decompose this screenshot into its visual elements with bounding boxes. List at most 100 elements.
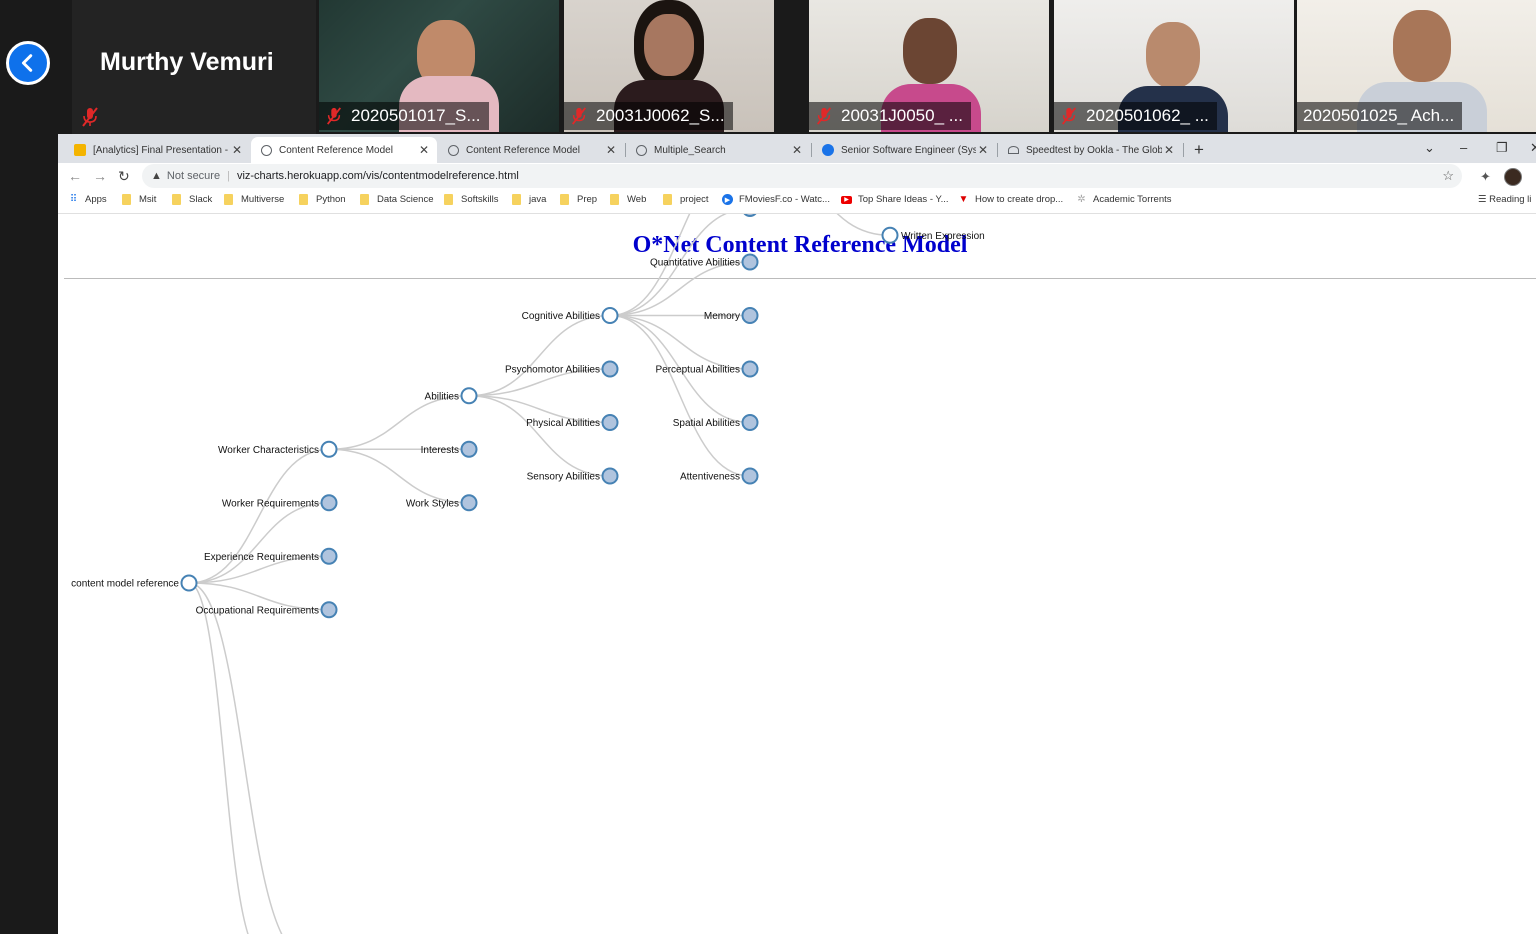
- tree-node-circle[interactable]: [741, 307, 759, 324]
- bookmark-star-icon[interactable]: ☆: [1442, 168, 1454, 183]
- close-icon[interactable]: ✕: [1163, 143, 1175, 157]
- profile-avatar[interactable]: [1504, 168, 1522, 186]
- tab[interactable]: Content Reference Model ✕: [438, 137, 624, 163]
- tree-nodes: content model reference Worker Characteri…: [71, 214, 985, 619]
- tree-node-circle[interactable]: [741, 467, 759, 485]
- tree-node-circle[interactable]: [601, 307, 619, 324]
- bookmark-site[interactable]: ✲Academic Torrents: [1076, 194, 1171, 205]
- bookmark-site[interactable]: ▶FMoviesF.co - Watc...: [722, 194, 830, 205]
- bookmark-folder[interactable]: Prep: [560, 194, 597, 205]
- tree-node-circle[interactable]: [741, 253, 759, 271]
- bookmark-folder[interactable]: Softskills: [444, 194, 498, 205]
- participant-tile[interactable]: 20031J0062_S...: [564, 0, 774, 132]
- tree-node-circle[interactable]: [601, 414, 619, 431]
- restore-icon[interactable]: ❐: [1496, 140, 1508, 155]
- tab[interactable]: Senior Software Engineer (Systen ✕: [812, 137, 996, 163]
- tree-node[interactable]: content model reference: [71, 574, 198, 592]
- bookmark-folder[interactable]: Web: [610, 194, 646, 205]
- forward-arrow-icon[interactable]: →: [93, 168, 107, 184]
- close-icon[interactable]: ✕: [791, 143, 803, 157]
- play-icon: ▶: [722, 194, 733, 205]
- tree-node[interactable]: Psychomotor Abilities: [505, 360, 619, 378]
- participant-name: 20031J0050_ ...: [841, 106, 963, 125]
- tree-node[interactable]: Sensory Abilities: [527, 467, 619, 485]
- tree-node[interactable]: Physical Abilities: [526, 414, 619, 431]
- tree-link: [188, 582, 283, 934]
- back-arrow-icon[interactable]: ←: [68, 168, 82, 184]
- tree-node[interactable]: Written Expression: [881, 226, 985, 244]
- tree-node-circle[interactable]: [320, 601, 338, 619]
- extensions-icon[interactable]: ✦: [1480, 169, 1491, 184]
- close-icon[interactable]: ✕: [605, 143, 617, 157]
- tab[interactable]: Multiple_Search ✕: [626, 137, 810, 163]
- back-button[interactable]: [6, 41, 50, 85]
- bookmark-site[interactable]: ▼How to create drop...: [958, 194, 1064, 205]
- participant-tile[interactable]: 2020501062_ ...: [1054, 0, 1294, 132]
- tree-node-circle[interactable]: [741, 360, 759, 378]
- bookmark-apps[interactable]: ⠿Apps: [68, 194, 107, 205]
- tree-node[interactable]: Cognitive Abilities: [522, 307, 619, 324]
- bookmark-folder[interactable]: Slack: [172, 194, 212, 205]
- speedtest-icon: [1008, 146, 1019, 154]
- tree-node-label: Abilities: [425, 391, 459, 402]
- bookmark-site[interactable]: ▶Top Share Ideas - Y...: [841, 194, 949, 205]
- security-status[interactable]: Not secure: [166, 170, 221, 182]
- bookmark-folder[interactable]: Msit: [122, 194, 156, 205]
- close-icon[interactable]: ✕: [231, 143, 243, 157]
- reading-list[interactable]: ☰ Reading li: [1478, 194, 1531, 205]
- minimize-icon[interactable]: –: [1460, 140, 1468, 155]
- tree-node[interactable]: Experience Requirements: [204, 547, 338, 565]
- tree-node-circle[interactable]: [601, 360, 619, 378]
- bookmark-folder[interactable]: java: [512, 194, 546, 205]
- tree-node[interactable]: Abilities: [425, 387, 478, 405]
- tree-node[interactable]: Perceptual Abilities: [656, 360, 759, 378]
- close-icon[interactable]: ✕: [418, 143, 430, 157]
- tree-node-circle[interactable]: [320, 440, 338, 458]
- tree-node-circle[interactable]: [741, 414, 759, 431]
- bookmark-folder[interactable]: Python: [299, 194, 346, 205]
- tree-node[interactable]: Quantitative Abilities: [650, 253, 759, 271]
- tree-node-circle[interactable]: [320, 547, 338, 565]
- tab[interactable]: Speedtest by Ookla - The Global ✕: [998, 137, 1182, 163]
- tab[interactable]: [Analytics] Final Presentation - G ✕: [64, 137, 250, 163]
- tree-node[interactable]: Work Styles: [406, 494, 478, 512]
- participant-label: 20031J0050_ ...: [809, 102, 971, 130]
- participant-tile[interactable]: 20031J0050_ ...: [809, 0, 1049, 132]
- address-bar[interactable]: ▲ Not secure | viz-charts.herokuapp.com/…: [142, 164, 1462, 188]
- tree-node-circle[interactable]: [320, 494, 338, 512]
- tree-node-circle[interactable]: [460, 387, 478, 405]
- tree-node[interactable]: Worker Characteristics: [218, 440, 338, 458]
- bookmark-folder[interactable]: Data Science: [360, 194, 434, 205]
- folder-icon: [444, 194, 453, 205]
- tree-node[interactable]: Idea Generation and Reasoning Abilities: [562, 214, 758, 217]
- window-close-icon[interactable]: ✕: [1530, 140, 1536, 155]
- tree-node-circle[interactable]: [460, 440, 478, 458]
- new-tab-button[interactable]: +: [1194, 140, 1204, 159]
- page-title: O*Net Content Reference Model: [632, 232, 968, 258]
- tree-node-circle[interactable]: [180, 574, 198, 592]
- participant-tile-active[interactable]: 2020501025_ Ach...: [1297, 0, 1536, 132]
- web-page: O*Net Content Reference Model content mo…: [58, 214, 1536, 934]
- bookmark-label: project: [680, 194, 709, 205]
- speaker-tile[interactable]: Murthy Vemuri: [72, 0, 316, 134]
- reload-icon[interactable]: ↻: [118, 168, 130, 184]
- tree-node-label: Experience Requirements: [204, 552, 319, 563]
- tab-active[interactable]: Content Reference Model ✕: [251, 137, 437, 163]
- close-icon[interactable]: ✕: [977, 143, 989, 157]
- tree-node-circle[interactable]: [601, 467, 619, 485]
- tree-node[interactable]: Worker Requirements: [222, 494, 338, 512]
- tree-node[interactable]: Attentiveness: [680, 467, 759, 485]
- tree-node-circle[interactable]: [881, 226, 899, 244]
- bookmark-folder[interactable]: Multiverse: [224, 194, 284, 205]
- bookmark-folder[interactable]: project: [663, 194, 709, 205]
- tree-node[interactable]: Spatial Abilities: [673, 414, 759, 431]
- tab-separator: [625, 143, 626, 157]
- tab-search-icon[interactable]: ⌄: [1424, 140, 1435, 155]
- url-text[interactable]: viz-charts.herokuapp.com/vis/contentmode…: [236, 170, 519, 182]
- participant-tile[interactable]: 2020501017_S...: [319, 0, 559, 132]
- tree-node[interactable]: Interests: [421, 440, 478, 458]
- tree-node[interactable]: Occupational Requirements: [196, 601, 338, 619]
- tree-node-circle[interactable]: [743, 214, 758, 217]
- tree-node-circle[interactable]: [460, 494, 478, 512]
- tree-node[interactable]: Memory: [704, 307, 759, 324]
